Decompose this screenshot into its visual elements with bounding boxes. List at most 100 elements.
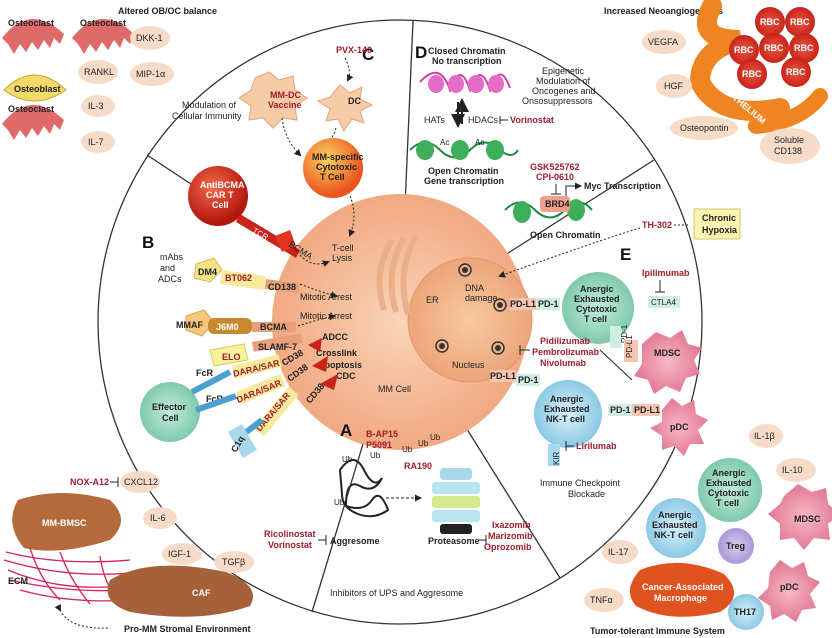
car-label-2: CAR T bbox=[206, 190, 234, 200]
ub-3: Ub bbox=[430, 433, 441, 442]
car-label-1: AntiBCMA bbox=[200, 180, 245, 190]
hypoxia-box bbox=[693, 208, 741, 240]
ub-2: Ub bbox=[418, 439, 429, 448]
e-tcell-1: Anergic bbox=[580, 284, 614, 294]
ctl-label-3: T Cell bbox=[320, 172, 345, 182]
mm-bmsc-icon bbox=[12, 493, 122, 551]
e-nk-2: Exhausted bbox=[544, 404, 590, 414]
effector-label-2: Cell bbox=[162, 413, 179, 423]
hgf-label: HGF bbox=[664, 81, 684, 91]
lirilumab-label: Lirilumab bbox=[576, 441, 617, 451]
soluble-1: Soluble bbox=[774, 135, 804, 145]
mdsc-br-icon bbox=[768, 484, 832, 550]
ub-5: Ub bbox=[370, 451, 381, 460]
gsk-label: GSK525762 bbox=[530, 162, 580, 172]
nivolumab-label: Nivolumab bbox=[540, 358, 587, 368]
e-tcell-3: Cytotoxic bbox=[576, 304, 617, 314]
anergic-nk-br-icon bbox=[646, 498, 706, 558]
hats-label: HATs bbox=[424, 115, 445, 125]
soluble-2: CD138 bbox=[774, 146, 802, 156]
osteoclast-icon-1 bbox=[2, 18, 64, 54]
il7-label: IL-7 bbox=[88, 137, 104, 147]
corner-br-title: Tumor-tolerant Immune System bbox=[590, 626, 725, 636]
ac-2: Ac bbox=[475, 138, 484, 147]
er-label: ER bbox=[426, 295, 439, 305]
car-t-cell-icon bbox=[188, 166, 248, 226]
mdsc-e-label: MDSC bbox=[654, 348, 681, 358]
corner-immune: IL-1β IL-10 Anergic Exhausted Cytotoxic … bbox=[584, 424, 832, 636]
br-tcell-3: Cytotoxic bbox=[708, 488, 749, 498]
bap15-label: B-AP15 bbox=[366, 429, 398, 439]
rbc-6: RBC bbox=[742, 69, 762, 79]
hdacs-label: HDACs bbox=[468, 115, 499, 125]
panel-b-sub-3: ADCs bbox=[158, 274, 182, 284]
br-tcell-4: T cell bbox=[716, 498, 739, 508]
ipilimumab-label: Ipilimumab bbox=[642, 268, 690, 278]
il6-label: IL-6 bbox=[150, 513, 166, 523]
open-chromatin-1: Open Chromatin bbox=[428, 166, 499, 176]
rbc-3: RBC bbox=[734, 45, 754, 55]
j6m0-label: J6M0 bbox=[216, 322, 239, 332]
cdc-label: CDC bbox=[336, 371, 356, 381]
cam-label-1: Cancer-Associated bbox=[642, 582, 724, 592]
section-letter-d: D bbox=[415, 43, 427, 62]
e-tcell-2: Exhausted bbox=[574, 294, 620, 304]
il3-label: IL-3 bbox=[88, 101, 104, 111]
ctla4-label: CTLA4 bbox=[651, 298, 676, 307]
pvx-label: PVX-140 bbox=[336, 45, 372, 55]
ctl-label-2: Cytotoxic bbox=[316, 162, 357, 172]
panel-c-title-2: Cellular Immunity bbox=[172, 111, 242, 121]
dkk1-label: DKK-1 bbox=[136, 33, 163, 43]
treg-label: Treg bbox=[726, 541, 745, 551]
slamf7-label: SLAMF-7 bbox=[258, 342, 297, 352]
vorinostat-a-label: Vorinostat bbox=[268, 540, 312, 550]
corner-bone: Altered OB/OC balance Osteoclast Osteocl… bbox=[2, 6, 217, 153]
mip1a-label: MIP-1α bbox=[136, 69, 165, 79]
apoptosis-label: Apoptosis bbox=[318, 360, 362, 370]
pidilizumab-label: Pidilizumab bbox=[540, 336, 591, 346]
pdl1-1-label: PD-L1 bbox=[510, 299, 536, 309]
panel-e-title-2: Blockade bbox=[568, 489, 605, 499]
proteasome-label: Proteasome bbox=[428, 536, 480, 546]
ixazomib-label: Ixazomib bbox=[492, 520, 531, 530]
proteasome-icon bbox=[432, 468, 480, 534]
corner-bl-title: Pro-MM Stromal Environment bbox=[124, 624, 251, 634]
cam-icon bbox=[629, 562, 735, 617]
il10-label: IL-10 bbox=[782, 465, 803, 475]
pdc-e-label: pDC bbox=[670, 422, 689, 432]
panel-a-title: Inhibitors of UPS and Aggresome bbox=[330, 588, 463, 598]
hypoxia-1: Chronic bbox=[702, 213, 736, 223]
section-letter-c: C bbox=[362, 45, 374, 64]
nucleus-label: Nucleus bbox=[452, 360, 485, 370]
aggresome-label: Aggresome bbox=[330, 536, 380, 546]
osteopontin-label: Osteopontin bbox=[680, 123, 729, 133]
dna-label-1: DNA bbox=[465, 283, 484, 293]
pd1-2-label: PD-1 bbox=[620, 324, 629, 343]
crosslink-label: Crosslink bbox=[316, 348, 358, 358]
vaccine-label-2: Vaccine bbox=[268, 100, 302, 110]
mitotic-arrest-1: Mitotic Arrest bbox=[300, 292, 353, 302]
caf-label: CAF bbox=[192, 588, 211, 598]
pdc-e-icon bbox=[650, 398, 708, 456]
caf-icon bbox=[107, 565, 253, 617]
panel-d: Closed Chromatin No transcription Epigen… bbox=[409, 46, 741, 278]
ra190-label: RA190 bbox=[404, 461, 432, 471]
corner-tl-title: Altered OB/OC balance bbox=[118, 6, 217, 16]
vegfa-label: VEGFA bbox=[648, 37, 678, 47]
osteoclast-2: Osteoclast bbox=[80, 18, 126, 28]
effector-cell-icon bbox=[140, 382, 200, 442]
panel-b-sub-1: mAbs bbox=[160, 252, 184, 262]
oprozomib-label: Oprozomib bbox=[484, 542, 532, 552]
tgfb-label: TGFβ bbox=[222, 557, 245, 567]
vorinostat-d-label: Vorinostat bbox=[510, 115, 554, 125]
p5091-label: P5091 bbox=[366, 440, 392, 450]
osteoclast-icon-3 bbox=[2, 104, 64, 140]
vaccine-label-1: MM-DC bbox=[270, 90, 301, 100]
open-chromatin-2: Gene transcription bbox=[424, 176, 504, 186]
e-nk-3: NK-T cell bbox=[546, 414, 585, 424]
pdc-br-icon bbox=[758, 560, 820, 622]
ub-1: Ub bbox=[402, 445, 413, 454]
corner-tr-title: Increased Neoangiogenesis bbox=[604, 6, 723, 16]
pd1-4-label: PD-1 bbox=[610, 405, 631, 415]
panel-d-title-2: Modulation of bbox=[536, 76, 591, 86]
